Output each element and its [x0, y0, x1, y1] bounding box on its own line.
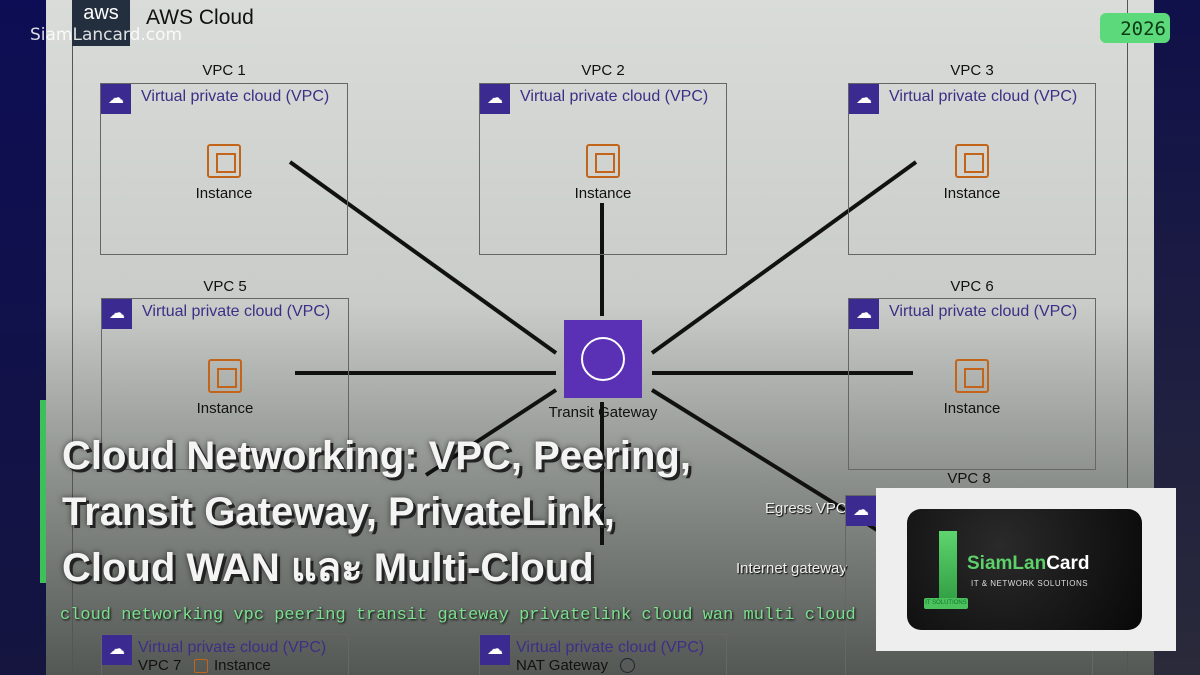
vpc-cloud-icon: ☁	[849, 84, 879, 114]
logo-bar	[939, 531, 957, 607]
instance-label: Instance	[943, 185, 1001, 202]
vpc-cloud-icon: ☁	[102, 299, 132, 329]
vpc-type: Virtual private cloud (VPC)	[889, 88, 1078, 105]
brand-part: SiamLan	[967, 553, 1047, 574]
internet-gateway-label: Internet gateway	[736, 560, 847, 577]
year-badge: 2026	[1100, 13, 1170, 43]
transit-gateway-label: Transit Gateway	[548, 404, 658, 421]
instance-label: Instance	[943, 400, 1001, 417]
vpc-box: ☁ Virtual private cloud (VPC) Instance	[101, 298, 349, 470]
vpc-cloud-icon: ☁	[849, 299, 879, 329]
vpc-cloud-icon: ☁	[101, 84, 131, 114]
vpc-label: VPC 6	[950, 278, 994, 295]
instance-label: Instance	[214, 657, 271, 674]
vpc-cloud-icon: ☁	[102, 635, 132, 665]
vpc-label: VPC 3	[950, 62, 994, 79]
instance-label: Instance	[574, 185, 632, 202]
connection-lines	[288, 160, 918, 550]
logo-tagline: IT & NETWORK SOLUTIONS	[971, 579, 1089, 588]
logo-tag: IT SOLUTIONS	[924, 598, 968, 609]
instance-icon	[955, 359, 989, 393]
vpc-cloud-icon: ☁	[480, 84, 510, 114]
connector-line	[650, 160, 918, 355]
instance-label: Instance	[195, 185, 253, 202]
subtitle: cloud networking vpc peering transit gat…	[60, 606, 856, 625]
vpc-label: Egress VPC	[765, 500, 847, 517]
connector-line	[424, 388, 558, 477]
instance-icon	[586, 144, 620, 178]
vpc-box: ☁ Virtual private cloud (VPC) Instance	[479, 83, 727, 255]
vpc-label: VPC 1	[202, 62, 246, 79]
title-line: Cloud Networking: VPC, Peering,	[62, 434, 691, 478]
vpc-type: Virtual private cloud (VPC)	[138, 639, 327, 656]
vpc-cloud-icon: ☁	[846, 496, 876, 526]
brand-part: Card	[1046, 553, 1090, 574]
title-line: Cloud WAN และ Multi-Cloud	[62, 546, 594, 590]
instance-icon	[955, 144, 989, 178]
accent-bar	[40, 400, 46, 583]
vpc-box: ☁ Virtual private cloud (VPC) Instance	[848, 298, 1096, 470]
nat-gateway-label: NAT Gateway	[516, 657, 608, 674]
egress-vpc-box: ☁ Virtual private cloud (VPC) NAT Gatewa…	[479, 634, 727, 675]
watermark: SiamLancard.com	[30, 25, 183, 45]
background-left	[0, 0, 46, 675]
vpc-label: VPC 5	[203, 278, 247, 295]
vpc-type: Virtual private cloud (VPC)	[889, 303, 1078, 320]
vpc-label: VPC 8	[947, 470, 991, 487]
vpc-label: VPC 2	[581, 62, 625, 79]
instance-label: Instance	[196, 400, 254, 417]
logo-brand: SiamLanCard	[967, 553, 1090, 575]
connector-line	[288, 160, 558, 355]
vpc-type: Virtual private cloud (VPC)	[141, 88, 330, 105]
brand-logo: IT SOLUTIONS SiamLanCard IT & NETWORK SO…	[876, 488, 1176, 651]
instance-icon	[194, 659, 208, 673]
vpc-type: Virtual private cloud (VPC)	[142, 303, 331, 320]
vpc-type: Virtual private cloud (VPC)	[520, 88, 709, 105]
vpc-cloud-icon: ☁	[480, 635, 510, 665]
instance-icon	[207, 144, 241, 178]
vpc-label: VPC 7	[138, 657, 182, 674]
internet-gateway-icon	[620, 658, 635, 673]
vpc-box: ☁ Virtual private cloud (VPC) Instance	[100, 83, 348, 255]
title-line: Transit Gateway, PrivateLink,	[62, 490, 615, 534]
instance-icon	[208, 359, 242, 393]
logo-card: IT SOLUTIONS SiamLanCard IT & NETWORK SO…	[907, 509, 1142, 630]
transit-gateway-icon	[564, 320, 642, 398]
vpc-type: Virtual private cloud (VPC)	[516, 639, 705, 656]
aws-cloud-frame	[72, 0, 1128, 675]
vpc-box: ☁ Virtual private cloud (VPC) VPC 7 Inst…	[101, 634, 349, 675]
page-title: Cloud Networking: VPC, Peering, Transit …	[62, 428, 691, 596]
aws-logo: aws	[72, 0, 130, 46]
vpc-box: ☁ Virtual private cloud (VPC) Instance	[848, 83, 1096, 255]
aws-cloud-title: AWS Cloud	[146, 6, 254, 29]
